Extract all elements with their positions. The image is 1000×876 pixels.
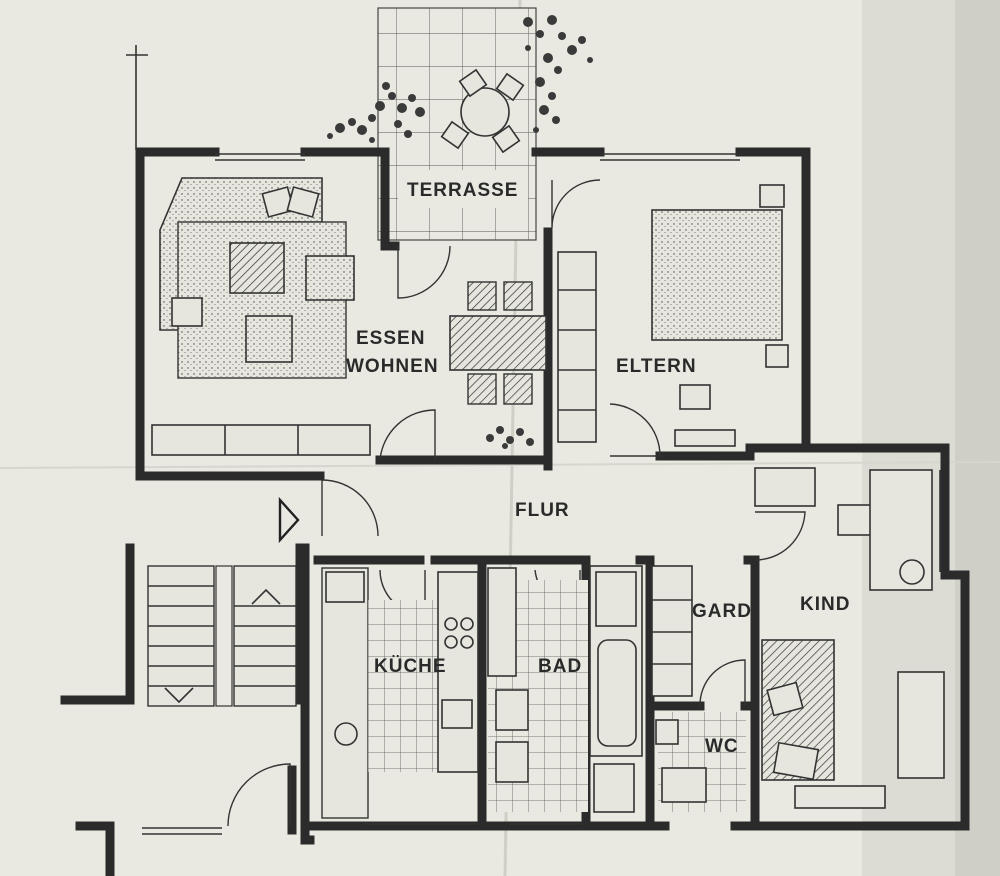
room-label-bad: BAD bbox=[538, 656, 582, 677]
terrace-area bbox=[377, 7, 537, 241]
stair-up-arrow-icon bbox=[251, 588, 281, 605]
kids-room-furniture bbox=[754, 467, 945, 809]
room-label-terrasse: TERRASSE bbox=[407, 180, 518, 201]
plant-icon bbox=[486, 426, 534, 449]
paper-fold-horizontal bbox=[0, 461, 1000, 469]
bedroom-furniture bbox=[557, 184, 789, 447]
stair-down-arrow-icon bbox=[164, 687, 194, 704]
living-furniture bbox=[151, 177, 371, 456]
staircase bbox=[147, 565, 297, 707]
room-label-kind: KIND bbox=[800, 594, 850, 615]
room-label-kueche: KÜCHE bbox=[374, 656, 447, 677]
plant-icon bbox=[523, 15, 593, 133]
room-label-essen: ESSEN bbox=[356, 328, 425, 349]
room-label-eltern: ELTERN bbox=[616, 356, 697, 377]
wardrobe-wc-furniture bbox=[651, 565, 746, 812]
room-label-wc: WC bbox=[705, 736, 739, 757]
room-label-gard: GARD bbox=[692, 601, 752, 622]
plant-icon bbox=[327, 82, 425, 143]
kitchen-furniture bbox=[321, 567, 479, 819]
dining-table bbox=[449, 281, 547, 405]
room-label-wohnen: WOHNEN bbox=[346, 356, 439, 377]
bathroom-furniture bbox=[487, 565, 643, 813]
room-label-flur: FLUR bbox=[515, 500, 570, 521]
entrance-arrow-icon bbox=[278, 496, 300, 544]
